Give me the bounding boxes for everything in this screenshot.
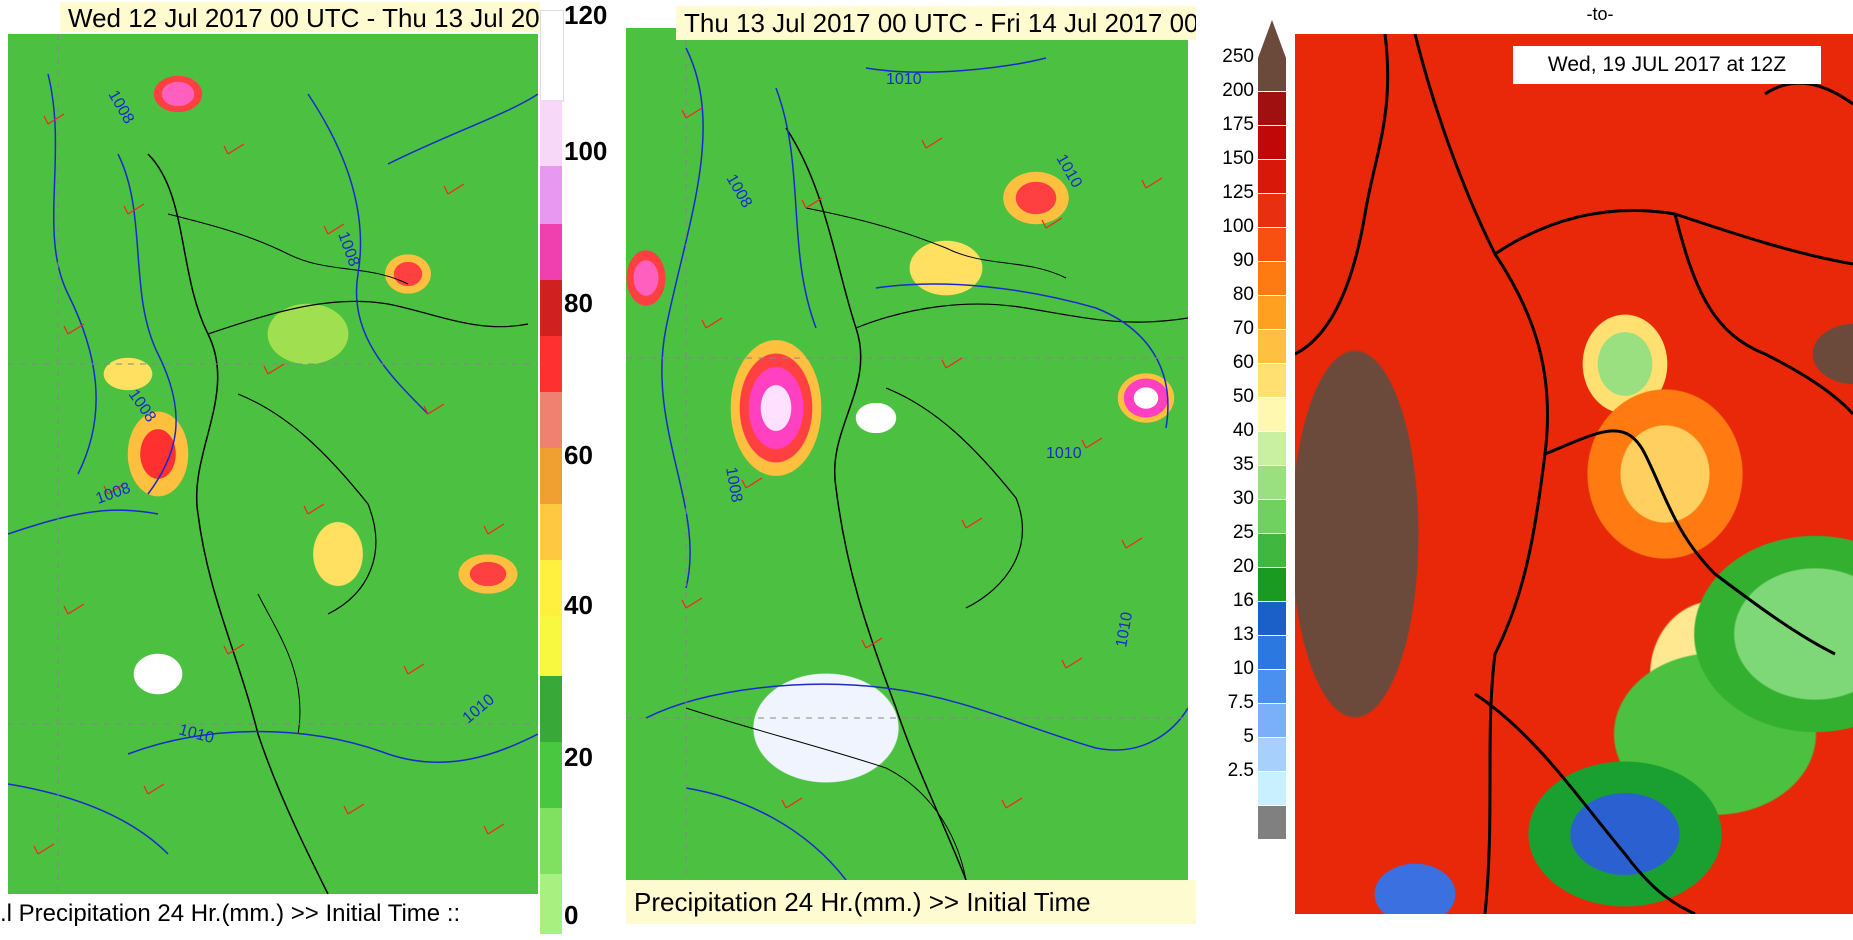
precip-panel-1: 1008 1008 1008 1008 1010 1010 Wed 12 Jul… bbox=[0, 0, 620, 940]
legend-swatch bbox=[540, 10, 564, 102]
scale-swatch bbox=[1258, 92, 1286, 125]
scale-swatch bbox=[1258, 466, 1286, 499]
scale-swatch bbox=[1258, 738, 1286, 771]
scale-label: 200 bbox=[1222, 80, 1254, 101]
isobar-label: 1008 bbox=[94, 480, 133, 508]
scale-swatch bbox=[1258, 670, 1286, 703]
legend-label: 60 bbox=[564, 440, 593, 470]
precipitation-map-1: 1008 1008 1008 1008 1010 1010 bbox=[8, 34, 538, 894]
scale-label: 10 bbox=[1232, 658, 1254, 679]
isobar-label: 1008 bbox=[105, 88, 138, 127]
scale-swatch bbox=[1258, 228, 1286, 261]
isobar-label: 1010 bbox=[1046, 445, 1082, 462]
scale-label: 25 bbox=[1232, 522, 1254, 543]
scale-swatch bbox=[1258, 568, 1286, 601]
scale-swatch bbox=[1258, 58, 1286, 91]
isobar-label: 1008 bbox=[722, 466, 745, 504]
legend-swatch bbox=[540, 808, 562, 874]
scale-label: 80 bbox=[1232, 284, 1254, 305]
scale-label: 70 bbox=[1232, 318, 1254, 339]
scale-label: 150 bbox=[1222, 148, 1254, 169]
legend-label: 120 bbox=[564, 0, 608, 30]
panel-1-footer: .l Precipitation 24 Hr.(mm.) >> Initial … bbox=[0, 894, 538, 934]
scale-swatch bbox=[1258, 194, 1286, 227]
isobar-label: 1008 bbox=[125, 387, 159, 426]
scale-swatch bbox=[1258, 296, 1286, 329]
precipitation-map-2: 1010 1008 1008 1010 1010 1010 bbox=[626, 28, 1188, 880]
isobar-label: 1010 bbox=[177, 721, 216, 747]
legend-swatch bbox=[540, 224, 562, 280]
scale-swatch bbox=[1258, 160, 1286, 193]
legend-swatch bbox=[540, 742, 562, 808]
legend-swatch bbox=[540, 504, 562, 560]
isobar-label: 1010 bbox=[1053, 152, 1086, 191]
scale-label: 175 bbox=[1222, 114, 1254, 135]
legend-label: 0 bbox=[564, 900, 579, 930]
isobar-label: 1008 bbox=[334, 230, 362, 269]
precipitation-map-3 bbox=[1295, 34, 1853, 914]
isobar-label: 1010 bbox=[1113, 611, 1136, 649]
scale-label: 16 bbox=[1232, 590, 1254, 611]
legend-swatch bbox=[540, 560, 562, 616]
scale-swatch bbox=[1258, 534, 1286, 567]
legend-swatch bbox=[540, 448, 562, 504]
scale-swatch bbox=[1258, 772, 1286, 805]
legend-swatch bbox=[540, 166, 562, 224]
scale-swatch bbox=[1258, 398, 1286, 431]
isobar-label: 1010 bbox=[460, 691, 498, 727]
scale-label: 100 bbox=[1222, 216, 1254, 237]
panel-3-to-label: -to- bbox=[1586, 4, 1614, 24]
scale-swatch bbox=[1258, 636, 1286, 669]
map-overlay-1: 1008 1008 1008 1008 1010 1010 bbox=[8, 34, 538, 894]
isobar-label: 1010 bbox=[886, 71, 922, 88]
legend-swatch bbox=[540, 100, 562, 166]
panel-1-legend: 120 100 80 60 40 20 0 bbox=[540, 0, 620, 940]
scale-swatch bbox=[1258, 262, 1286, 295]
map-overlay-3 bbox=[1295, 34, 1853, 914]
scale-label: 35 bbox=[1232, 454, 1254, 475]
scale-swatch bbox=[1258, 500, 1286, 533]
scale-label: 250 bbox=[1222, 46, 1254, 67]
panel-2-footer: Precipitation 24 Hr.(mm.) >> Initial Tim… bbox=[626, 880, 1196, 924]
scale-swatch bbox=[1258, 602, 1286, 635]
scale-swatch bbox=[1258, 330, 1286, 363]
scale-label: 50 bbox=[1232, 386, 1254, 407]
legend-swatch bbox=[540, 280, 562, 336]
scale-swatch bbox=[1258, 126, 1286, 159]
scale-swatch bbox=[1258, 432, 1286, 465]
scale-label: 90 bbox=[1232, 250, 1254, 271]
scale-label: 13 bbox=[1232, 624, 1254, 645]
scale-label: 60 bbox=[1232, 352, 1254, 373]
legend-label: 20 bbox=[564, 742, 593, 772]
precip-panel-2: 1010 1008 1008 1010 1010 1010 Thu 13 Jul… bbox=[626, 0, 1196, 940]
scale-swatch bbox=[1258, 364, 1286, 397]
panel-1-title: Wed 12 Jul 2017 00 UTC - Thu 13 Jul 2017… bbox=[60, 2, 548, 32]
legend-swatch bbox=[540, 392, 562, 448]
legend-swatch bbox=[540, 336, 562, 392]
scale-swatch bbox=[1258, 704, 1286, 737]
scale-overflow-arrow bbox=[1258, 20, 1286, 58]
isobar-label: 1008 bbox=[723, 172, 756, 211]
scale-label: 5 bbox=[1243, 726, 1254, 747]
scale-label: 20 bbox=[1232, 556, 1254, 577]
legend-swatch bbox=[540, 874, 562, 934]
scale-label: 40 bbox=[1232, 420, 1254, 441]
precip-panel-3: 250 200 175 150 125 100 90 80 70 60 50 40 35 30 25 20 16… bbox=[1200, 0, 1853, 940]
legend-label: 80 bbox=[564, 288, 593, 318]
scale-label: 2.5 bbox=[1227, 760, 1254, 781]
scale-label: 125 bbox=[1222, 182, 1254, 203]
legend-label: 40 bbox=[564, 590, 593, 620]
scale-label: 30 bbox=[1232, 488, 1254, 509]
legend-swatch bbox=[540, 676, 562, 742]
legend-swatch bbox=[540, 616, 562, 676]
legend-label: 100 bbox=[564, 136, 608, 166]
scale-label: 7.5 bbox=[1227, 692, 1254, 713]
scale-swatch bbox=[1258, 806, 1286, 839]
panel-2-title: Thu 13 Jul 2017 00 UTC - Fri 14 Jul 2017… bbox=[676, 6, 1196, 40]
panel-3-date: Wed, 19 JUL 2017 at 12Z bbox=[1513, 46, 1821, 84]
map-overlay-2: 1010 1008 1008 1010 1010 1010 bbox=[626, 28, 1188, 880]
